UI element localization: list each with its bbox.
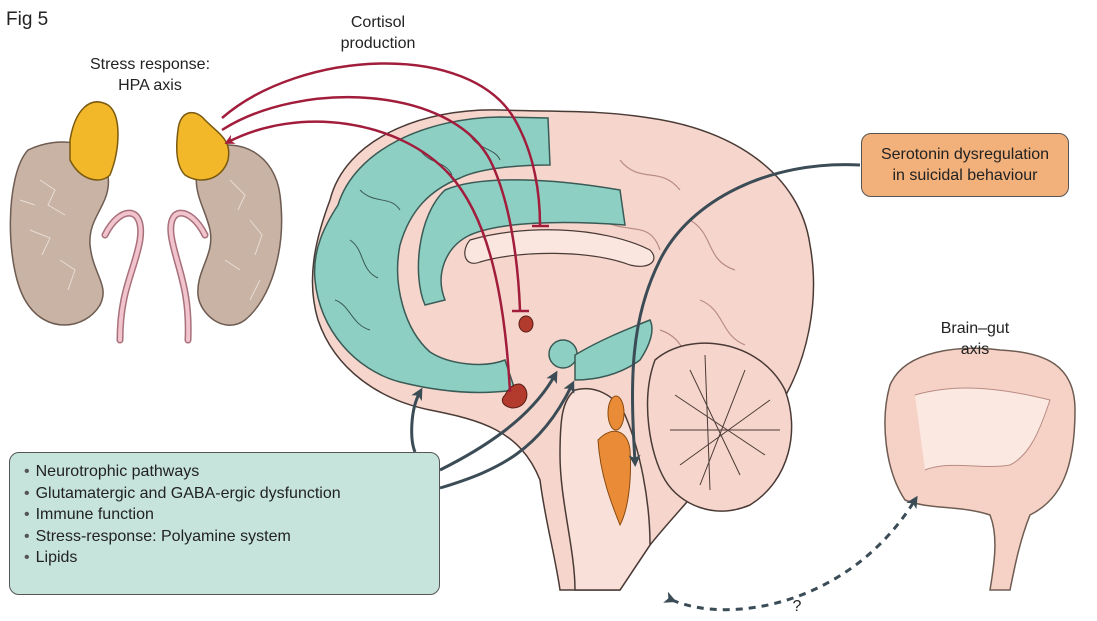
figure-label: Fig 5 [6,9,48,30]
mechanism-item: Neurotrophic pathways [24,461,425,483]
gut-label-line2: axis [930,339,1020,360]
mechanism-item: Lipids [24,547,425,569]
gut-label-line1: Brain–gut [930,318,1020,339]
left-adrenal-gland [70,102,118,180]
mechanism-item: Glutamatergic and GABA-ergic dysfunction [24,483,425,505]
hpa-axis-label: Stress response: HPA axis [70,54,230,96]
serotonin-line1: Serotonin dysregulation [881,144,1049,165]
serotonin-line2: in suicidal behaviour [893,165,1038,186]
serotonin-box: Serotonin dysregulation in suicidal beha… [861,133,1069,197]
right-adrenal-gland [177,113,229,180]
cortisol-label: Cortisol production [318,12,438,54]
mechanism-item: Stress-response: Polyamine system [24,526,425,548]
mechanism-item: Immune function [24,504,425,526]
mechanisms-list: Neurotrophic pathways Glutamatergic and … [24,461,425,569]
brain-gut-axis-label: Brain–gut axis [930,318,1020,360]
left-ureter [105,213,141,340]
cerebellum [648,343,792,511]
hpa-label-line1: Stress response: [70,54,230,75]
colon [885,348,1075,590]
brain-gut-arrow [672,500,915,610]
cortisol-label-line1: Cortisol [318,12,438,33]
hpa-label-line2: HPA axis [70,75,230,96]
mechanisms-box: Neurotrophic pathways Glutamatergic and … [9,452,440,595]
question-mark-label: ? [787,596,807,617]
cortisol-label-line2: production [318,33,438,54]
hypothalamus [519,316,533,332]
